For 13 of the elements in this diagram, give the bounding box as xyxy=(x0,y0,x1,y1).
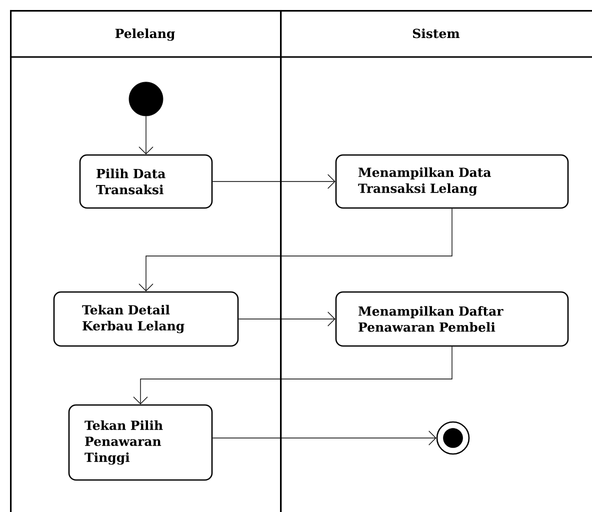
arrow xyxy=(133,346,452,404)
arrow xyxy=(212,430,436,446)
activity-box: Tekan Pilih Penawaran Tinggi xyxy=(68,404,213,481)
activity-box: Tekan Detail Kerbau Lelang xyxy=(53,291,239,347)
activity-box: Menampilkan Daftar Penawaran Pembeli xyxy=(335,291,569,347)
arrow xyxy=(138,208,452,292)
arrow xyxy=(138,116,154,154)
start-node xyxy=(128,82,164,116)
activity-box: Pilih Data Transaksi xyxy=(79,154,213,209)
arrow xyxy=(238,312,336,326)
end-node xyxy=(436,421,470,455)
arrow xyxy=(212,174,336,189)
activity-box: Menampilkan Data Transaksi Lelang xyxy=(335,154,569,209)
